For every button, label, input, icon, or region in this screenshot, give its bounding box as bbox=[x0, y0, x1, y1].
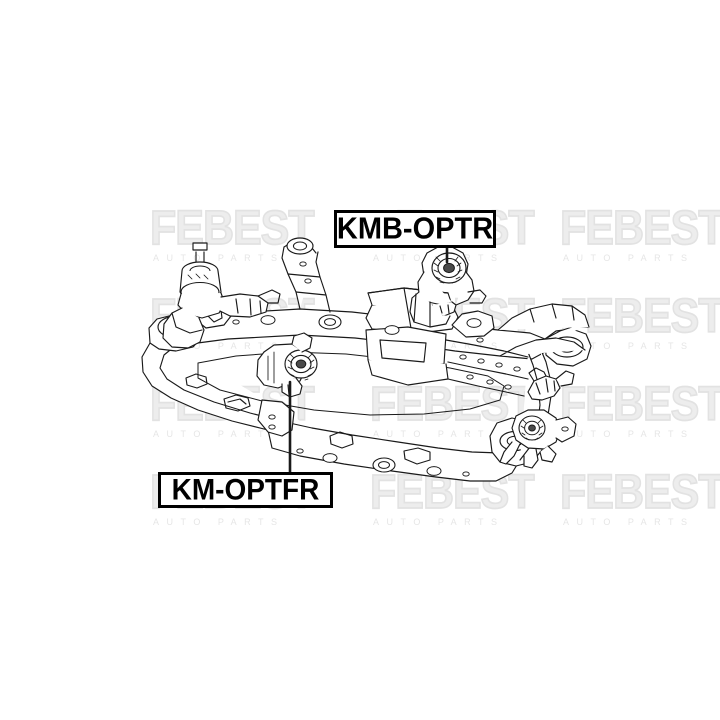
callout-km-optfr[interactable]: KM-OPTFR bbox=[158, 472, 333, 508]
left-upper-engine-mount bbox=[162, 242, 281, 349]
callout-kmb-optr[interactable]: KMB-OPTR bbox=[334, 210, 496, 248]
right-rear-engine-mount bbox=[409, 246, 487, 328]
front-center-engine-mount bbox=[256, 332, 318, 398]
leader-lines bbox=[288, 246, 449, 474]
callout-kmb-optr-text: KMB-OPTR bbox=[336, 211, 494, 246]
right-lower-engine-mount bbox=[499, 367, 577, 469]
callout-km-optfr-text: KM-OPTFR bbox=[171, 473, 320, 506]
